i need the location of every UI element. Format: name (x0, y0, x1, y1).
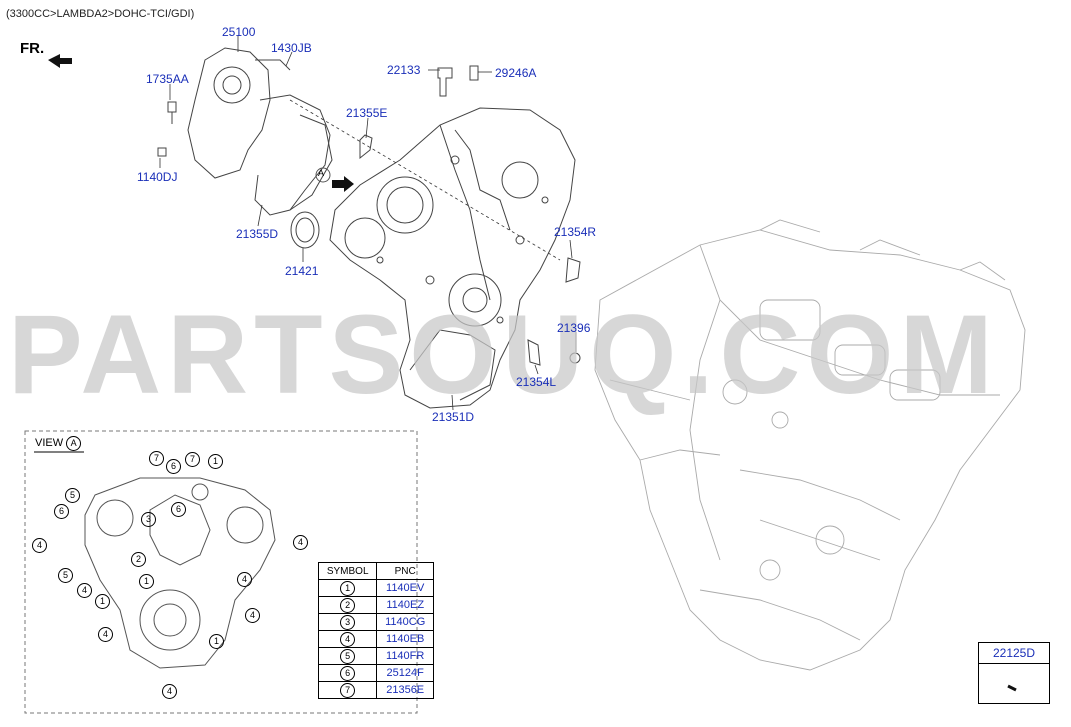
symbol-callout: 4 (162, 684, 177, 699)
part-21355D[interactable]: 21355D (236, 227, 279, 241)
part-21354R[interactable]: 21354R (554, 225, 597, 239)
part-21396[interactable]: 21396 (557, 321, 591, 335)
part-21355E[interactable]: 21355E (346, 106, 388, 120)
part-21421[interactable]: 21421 (285, 264, 319, 278)
table-row: 1 1140EV (317, 579, 434, 597)
symbol-pnc-table: SYMBOL PNC 1 1140EV 2 1140EZ 3 1140CG 4 1140… (317, 562, 434, 699)
symbol-callout: 4 (32, 538, 47, 553)
table-row: 2 1140EZ (317, 596, 434, 614)
pnc-link[interactable]: 1140EZ (376, 596, 434, 614)
breadcrumb: (3300CC>LAMBDA2>DOHC-TCI/GDI) (6, 8, 195, 20)
symbol-callout: 7 (185, 452, 200, 467)
symbol-circle: 5 (340, 648, 356, 664)
part-1140DJ[interactable]: 1140DJ (137, 170, 178, 184)
part-25100[interactable]: 25100 (222, 25, 256, 39)
part-1430JB[interactable]: 1430JB (271, 41, 312, 55)
symbol-callout: 6 (54, 504, 69, 519)
symbol-callout: 1 (209, 634, 224, 649)
table-row: 3 1140CG (317, 613, 434, 631)
part-29246A[interactable]: 29246A (495, 66, 537, 80)
timing-cover-drawing (329, 107, 576, 409)
view-a-title: VIEW A (35, 436, 82, 451)
water-pump-drawing (157, 47, 581, 366)
view-cover-drawing (84, 477, 276, 669)
part-ref-box: 22125D (978, 642, 1050, 704)
watermark: PARTSOUQ.COM (8, 292, 999, 417)
pnc-link[interactable]: 1140EB (376, 630, 434, 648)
table-row: 6 25124F (317, 664, 434, 682)
symbol-circle: 4 (340, 631, 356, 647)
table-header-pnc: PNC (376, 562, 434, 580)
symbol-callout: 4 (237, 572, 252, 587)
engine-block-drawing (594, 219, 1026, 671)
part-22125D[interactable]: 22125D (992, 646, 1036, 660)
symbol-callout: 2 (131, 552, 146, 567)
symbol-callout: 1 (208, 454, 223, 469)
part-22133[interactable]: 22133 (387, 63, 421, 77)
front-label: FR. (20, 40, 45, 57)
symbol-callout: 1 (95, 594, 110, 609)
table-header-symbol: SYMBOL (317, 562, 378, 580)
symbol-callout: 5 (65, 488, 80, 503)
part-1735AA[interactable]: 1735AA (146, 72, 189, 86)
symbol-callout: 6 (166, 459, 181, 474)
pnc-link[interactable]: 1140EV (376, 579, 434, 597)
table-row: 4 1140EB (317, 630, 434, 648)
symbol-circle: 3 (340, 614, 356, 630)
part-21351D[interactable]: 21351D (432, 410, 475, 424)
leader-lines (159, 36, 577, 411)
symbol-callout: 1 (139, 574, 154, 589)
pnc-link[interactable]: 1140CG (376, 613, 434, 631)
table-row: 7 21356E (317, 681, 434, 699)
symbol-circle: 6 (340, 665, 356, 681)
symbol-callout: 4 (293, 535, 308, 550)
symbol-callout: 4 (98, 627, 113, 642)
callout-a-label: A (318, 168, 325, 178)
symbol-callout: 4 (245, 608, 260, 623)
pnc-link[interactable]: 25124F (376, 664, 434, 682)
view-ref-circle: A (66, 436, 82, 451)
symbol-circle: 2 (340, 597, 356, 613)
symbol-circle: 7 (340, 682, 356, 698)
part-21354L[interactable]: 21354L (516, 375, 557, 389)
symbol-callout: 3 (141, 512, 156, 527)
pnc-link[interactable]: 1140FR (376, 647, 434, 665)
view-label: VIEW (35, 437, 64, 449)
symbol-callout: 7 (149, 451, 164, 466)
symbol-callout: 5 (58, 568, 73, 583)
symbol-circle: 1 (340, 580, 356, 596)
table-row: 5 1140FR (317, 647, 434, 665)
symbol-callout: 4 (77, 583, 92, 598)
symbol-callout: 6 (171, 502, 186, 517)
pnc-link[interactable]: 21356E (376, 681, 434, 699)
